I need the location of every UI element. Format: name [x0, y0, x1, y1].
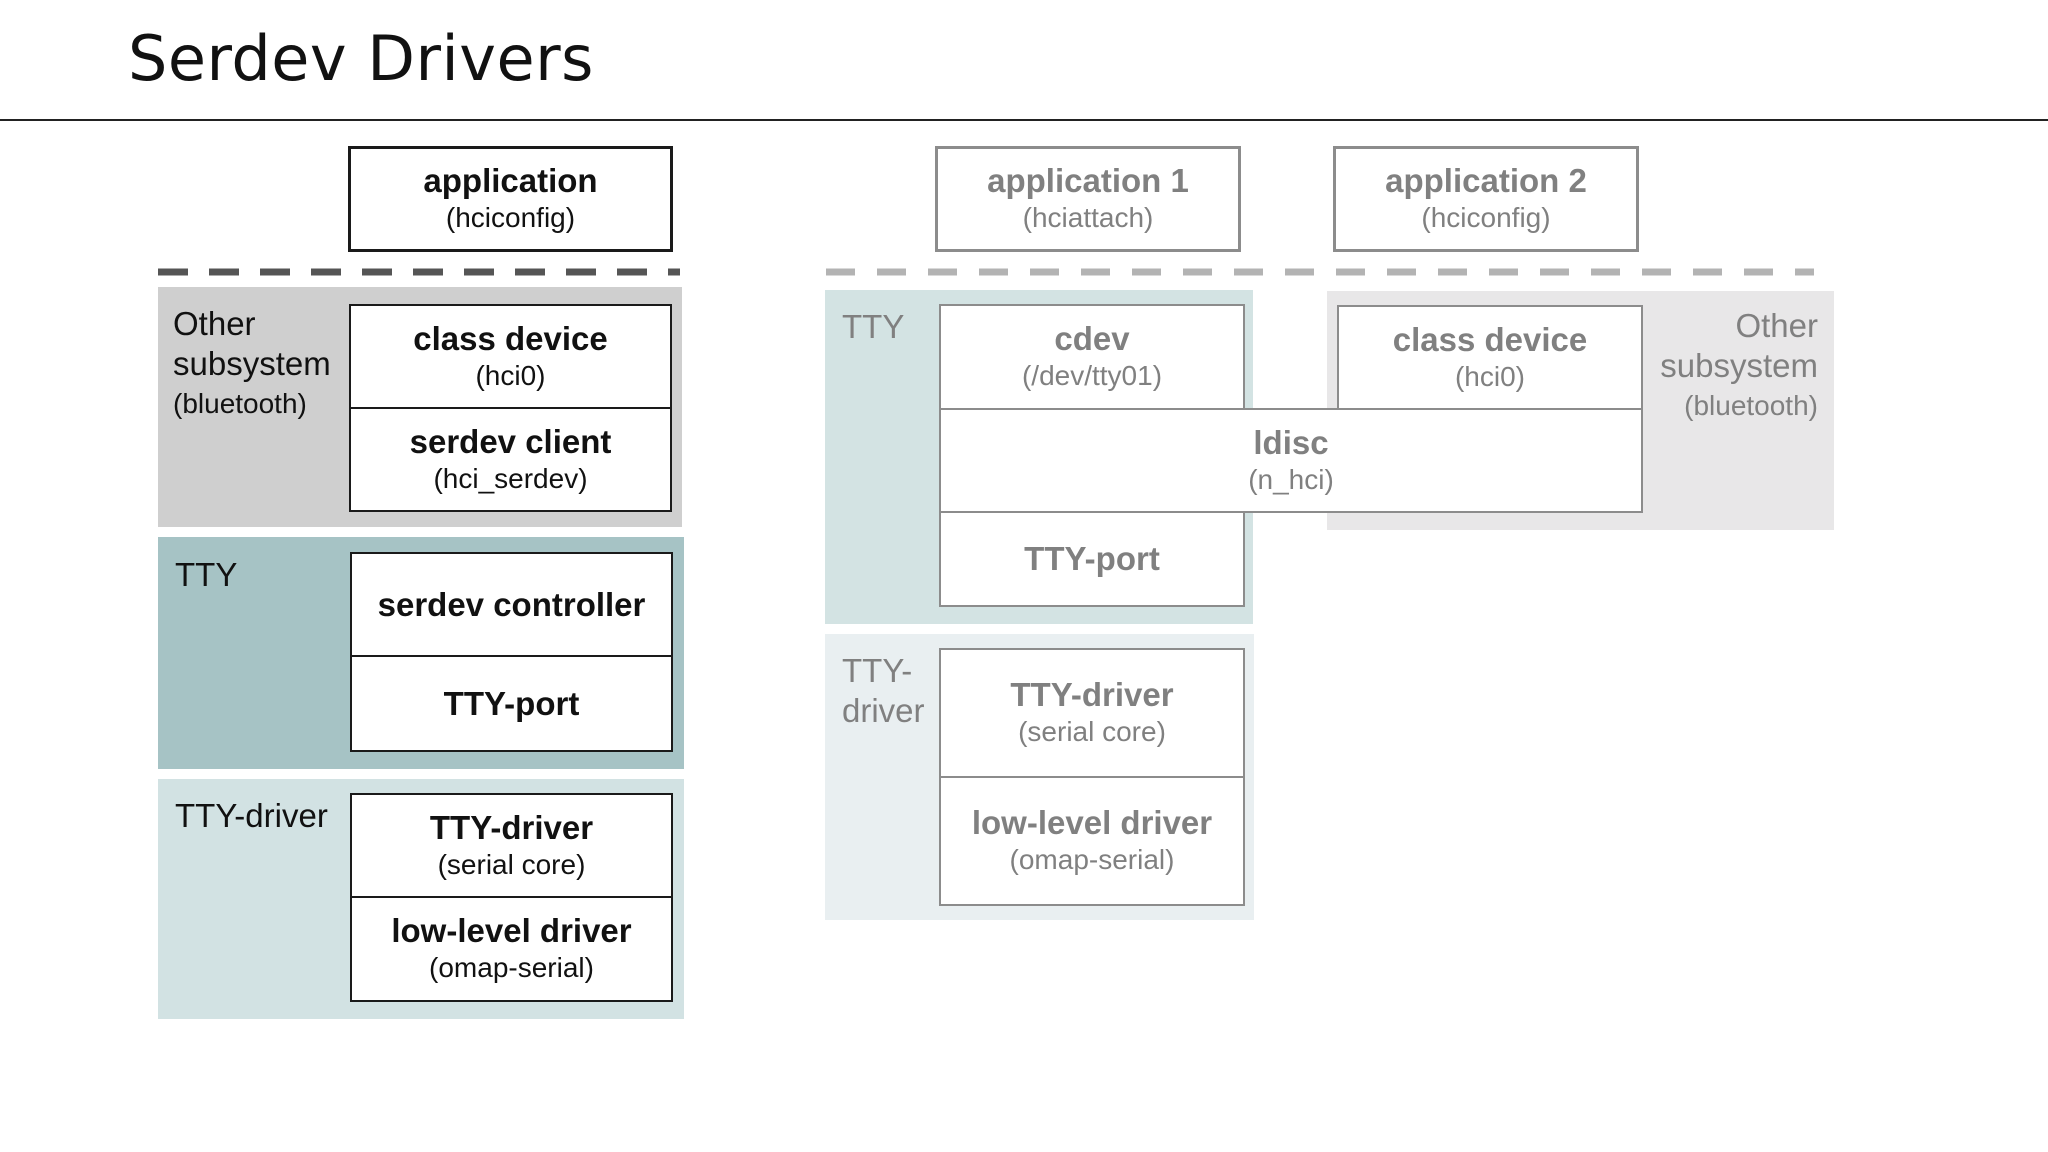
title-divider: [0, 119, 2048, 121]
box-subtitle: (n_hci): [1248, 463, 1334, 495]
left-application-box: application (hciconfig): [348, 146, 673, 252]
box-subtitle: (hci_serdev): [433, 462, 588, 494]
left-other-subsystem-label: Other subsystem (bluetooth): [173, 304, 331, 424]
left-tty-port-box: TTY-port: [350, 655, 673, 752]
right-tty-label: TTY: [842, 308, 905, 345]
box-subtitle: (omap-serial): [429, 952, 594, 983]
right-ldisc-box: ldisc (n_hci): [939, 408, 1643, 513]
right-class-device-box: class device (hci0): [1337, 305, 1643, 410]
box-title: ldisc: [1253, 423, 1329, 461]
box-title: TTY-port: [1024, 540, 1160, 577]
box-title: low-level driver: [971, 804, 1213, 841]
box-subtitle: (hci0): [1454, 360, 1525, 392]
box-title: TTY-port: [443, 684, 580, 722]
box-title: cdev: [1054, 320, 1130, 357]
left-tty-label: TTY: [175, 556, 238, 593]
box-title: serdev controller: [377, 585, 646, 623]
right-other-subsystem-label: Other subsystem (bluetooth): [1630, 306, 1818, 426]
box-subtitle: (hciconfig): [1421, 202, 1551, 233]
box-title: serdev client: [409, 422, 612, 460]
panel-label-line: Other: [173, 305, 256, 342]
box-title: TTY-driver: [1010, 676, 1174, 713]
box-subtitle: (hci0): [475, 359, 546, 391]
box-subtitle: (hciattach): [1022, 202, 1154, 233]
panel-label-line: Other: [1735, 307, 1818, 344]
box-title: class device: [413, 319, 608, 357]
panel-label-sub: (bluetooth): [173, 388, 307, 419]
right-cdev-box: cdev (/dev/tty01): [939, 304, 1245, 410]
right-tty-driver-box: TTY-driver (serial core): [939, 648, 1245, 778]
box-title: application 1: [987, 162, 1189, 199]
panel-label-line: driver: [842, 692, 925, 729]
box-title: low-level driver: [391, 912, 632, 949]
page-title: Serdev Drivers: [128, 22, 594, 95]
right-tty-port-box: TTY-port: [939, 511, 1245, 607]
left-low-level-driver-box: low-level driver (omap-serial): [350, 896, 673, 1002]
box-subtitle: (serial core): [437, 848, 586, 880]
left-dashed-separator: [158, 268, 680, 276]
left-tty-driver-box: TTY-driver (serial core): [350, 793, 673, 898]
box-title: application 2: [1385, 162, 1587, 199]
panel-label-line: subsystem: [173, 345, 331, 382]
box-title: TTY-driver: [429, 808, 594, 846]
left-serdev-client-box: serdev client (hci_serdev): [349, 407, 672, 512]
left-serdev-controller-box: serdev controller: [350, 552, 673, 657]
right-application-2-box: application 2 (hciconfig): [1333, 146, 1639, 252]
panel-label-line: subsystem: [1660, 347, 1818, 384]
box-subtitle: (omap-serial): [1009, 844, 1175, 875]
right-tty-driver-label: TTY- driver: [842, 651, 925, 731]
left-class-device-box: class device (hci0): [349, 304, 672, 409]
panel-label-line: TTY-: [842, 652, 913, 689]
right-low-level-driver-box: low-level driver (omap-serial): [939, 776, 1245, 906]
box-subtitle: (/dev/tty01): [1021, 360, 1163, 391]
right-application-1-box: application 1 (hciattach): [935, 146, 1241, 252]
box-title: class device: [1392, 320, 1588, 358]
left-tty-driver-label: TTY-driver: [175, 797, 328, 834]
box-subtitle: (hciconfig): [445, 202, 576, 233]
panel-label-sub: (bluetooth): [1684, 390, 1818, 421]
box-title: application: [423, 162, 598, 199]
right-dashed-separator: [826, 268, 1814, 276]
box-subtitle: (serial core): [1018, 716, 1166, 747]
